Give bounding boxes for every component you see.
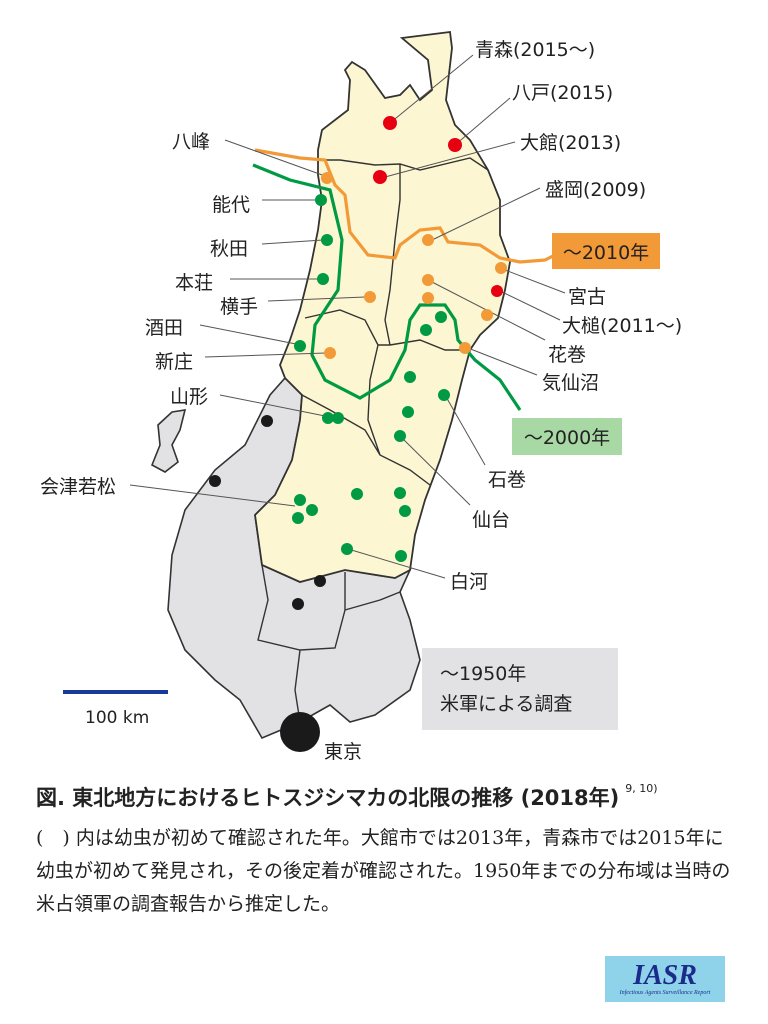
label-shirakawa: 白河: [450, 571, 489, 593]
site: [292, 598, 304, 610]
site-aomori: [383, 116, 397, 130]
label-happo: 八峰: [172, 131, 211, 153]
site-ishinomaki: [438, 389, 450, 401]
label-aomori: 青森(2015～): [475, 39, 596, 61]
label-hachinohe: 八戸(2015): [512, 82, 614, 104]
sites-red-2011-plus: [373, 116, 503, 297]
site-hanamaki: [422, 274, 434, 286]
label-odate: 大館(2013): [520, 132, 622, 154]
sites-green: [292, 194, 450, 562]
site-sendai: [394, 430, 406, 442]
site-akita: [321, 234, 333, 246]
label-shinjo: 新庄: [155, 351, 194, 373]
site-miyako: [495, 262, 507, 274]
site: [402, 406, 414, 418]
site: [314, 575, 326, 587]
legend-2010-label: ～2010年: [562, 241, 650, 264]
site-yamagata: [332, 412, 344, 424]
site-shirakawa: [341, 543, 353, 555]
site-noshiro: [315, 194, 327, 206]
site: [306, 504, 318, 516]
site-tokyo: [280, 712, 320, 752]
label-morioka: 盛岡(2009): [545, 179, 647, 201]
site: [420, 324, 432, 336]
legend-1950-line2: 米軍による調査: [440, 693, 573, 715]
label-otsuchi: 大槌(2011～): [562, 315, 683, 337]
site-morioka: [422, 234, 434, 246]
prefecture-borders: [301, 157, 489, 486]
sites-orange: [321, 172, 507, 359]
legend-1950-line1: ～1950年: [440, 663, 527, 685]
logo-title: IASR: [633, 960, 697, 991]
scale-bar-label: 100 km: [85, 708, 150, 728]
label-honjo: 本荘: [175, 272, 214, 294]
tohoku-region: [254, 30, 511, 583]
site-shinjo: [324, 347, 336, 359]
sites-black-1950: [209, 415, 326, 752]
site: [404, 371, 416, 383]
sado-island: [150, 409, 187, 473]
site: [292, 512, 304, 524]
site-yokote: [364, 291, 376, 303]
caption-title-text: 図. 東北地方におけるヒトスジシマカの北限の推移 (2018年): [36, 786, 620, 810]
line-2000-green: [252, 163, 522, 411]
site: [351, 488, 363, 500]
logo-subtitle: Infectious Agents Surveillance Report: [619, 990, 711, 996]
site: [395, 550, 407, 562]
label-aizuwakamatsu: 会津若松: [40, 476, 117, 498]
label-ishinomaki: 石巻: [488, 469, 527, 491]
kanto-borders: [257, 564, 401, 723]
site: [481, 309, 493, 321]
site: [422, 292, 434, 304]
legend-2000-label: ～2000年: [523, 427, 611, 449]
label-tokyo: 東京: [324, 741, 363, 763]
label-yokote: 横手: [220, 296, 259, 318]
site-hachinohe: [448, 138, 462, 152]
site-sakata: [294, 340, 306, 352]
site-odate: [373, 170, 387, 184]
leader-lines: [129, 54, 566, 579]
label-kesennuma: 気仙沼: [542, 372, 600, 394]
iasr-logo: IASR Infectious Agents Surveillance Repo…: [605, 956, 725, 1002]
site: [394, 487, 406, 499]
label-akita: 秋田: [210, 238, 249, 260]
label-miyako: 宮古: [568, 286, 607, 308]
tohoku-map: [63, 30, 566, 752]
label-hanamaki: 花巻: [548, 344, 587, 366]
caption-body: ( ) 内は幼虫が初めて確認された年。大館市では2013年，青森市では2015年…: [36, 827, 731, 915]
site-yamagata: [322, 412, 334, 424]
site: [261, 415, 273, 427]
caption-title: 図. 東北地方におけるヒトスジシマカの北限の推移 (2018年) 9, 10): [36, 782, 658, 812]
label-sendai: 仙台: [472, 509, 511, 531]
site: [294, 494, 306, 506]
label-sakata: 酒田: [145, 317, 184, 339]
legend-1950: ～1950年 米軍による調査: [422, 648, 618, 730]
site-happo: [321, 172, 333, 184]
legend-2010: ～2010年: [552, 233, 660, 269]
site: [435, 311, 447, 323]
site: [399, 505, 411, 517]
legend-2000: ～2000年: [512, 418, 622, 455]
label-noshiro: 能代: [212, 194, 251, 216]
site-kesennuma: [459, 342, 471, 354]
site: [209, 475, 221, 487]
caption-refs: 9, 10): [625, 782, 658, 795]
site-otsuchi: [491, 285, 503, 297]
label-yamagata: 山形: [170, 386, 209, 408]
site-honjo: [317, 273, 329, 285]
